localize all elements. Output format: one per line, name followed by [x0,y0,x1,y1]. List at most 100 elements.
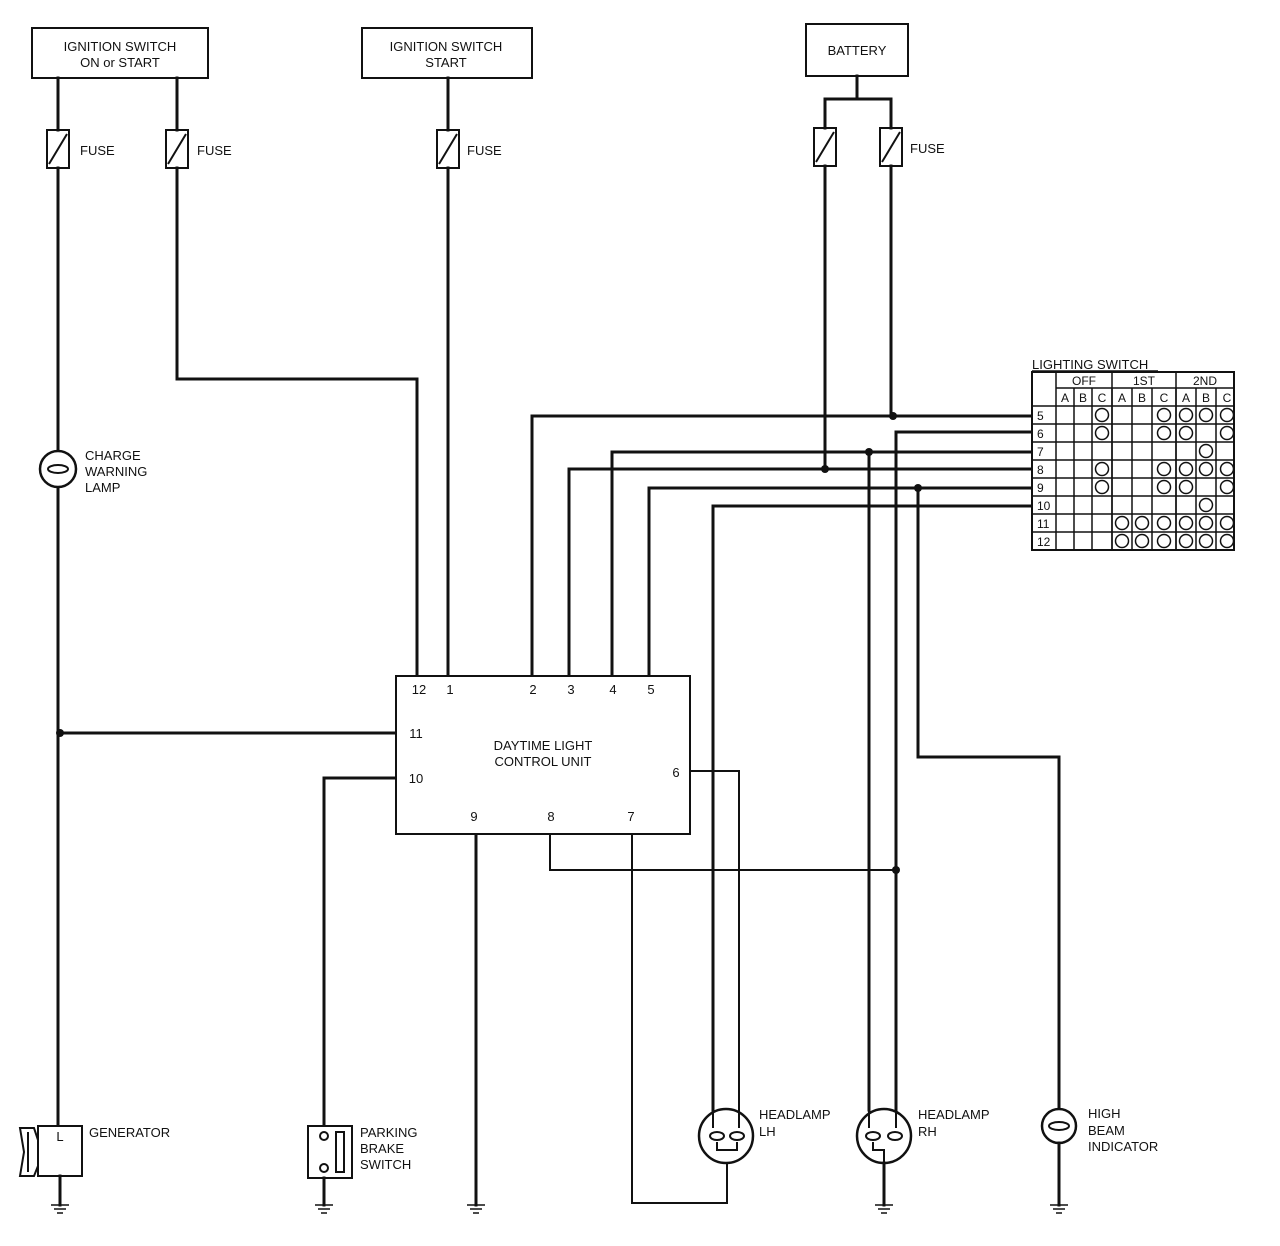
switch-subheader-1: B [1079,391,1087,405]
unit-pin-3: 3 [567,682,574,697]
unit-pin-8: 8 [547,809,554,824]
generator-label: GENERATOR [89,1125,170,1140]
switch-contact-10-7 [1198,497,1214,513]
switch-contact-8-8 [1219,461,1235,477]
switch-contact-8-6 [1178,461,1194,477]
ignition-switch-start-block: IGNITION SWITCH START [361,27,533,79]
fuse-4 [813,127,837,167]
switch-subheader-2: C [1098,391,1107,405]
ignition-switch-on-start-block: IGNITION SWITCH ON or START [31,27,209,79]
high-beam-label-2: BEAM [1088,1123,1125,1138]
switch-contact-8-2 [1094,461,1110,477]
switch-contact-12-4 [1134,533,1150,549]
switch-contact-9-5 [1156,479,1172,495]
ignition-on-start-label-2: ON or START [80,55,160,70]
parking-brake-label-1: PARKING [360,1125,418,1140]
switch-contact-6-2 [1094,425,1110,441]
switch-contact-12-7 [1198,533,1214,549]
switch-subheader-4: B [1138,391,1146,405]
fuse-1-label: FUSE [80,143,115,158]
switch-contact-12-6 [1178,533,1194,549]
fuse-1: FUSE [46,129,115,169]
unit-pin-12: 12 [412,682,426,697]
switch-contact-5-6 [1178,407,1194,423]
switch-subheader-6: A [1182,391,1190,405]
switch-contact-11-7 [1198,515,1214,531]
headlamp-rh: HEADLAMP RH [855,1107,990,1214]
unit-pin-10: 10 [409,771,423,786]
switch-terminal-8: 8 [1037,463,1044,477]
switch-terminal-12: 12 [1037,535,1051,549]
unit-pin-11: 11 [409,726,423,741]
generator-terminal-label: L [56,1129,63,1144]
switch-contact-12-8 [1219,533,1235,549]
ignition-start-label-2: START [425,55,466,70]
headlamp-rh-label-1: HEADLAMP [918,1107,990,1122]
lighting-switch-title: LIGHTING SWITCH [1032,357,1148,372]
high-beam-label-3: INDICATOR [1088,1139,1158,1154]
switch-contact-11-5 [1156,515,1172,531]
switch-contact-5-5 [1156,407,1172,423]
switch-terminal-9: 9 [1037,481,1044,495]
switch-contact-8-7 [1198,461,1214,477]
switch-terminal-7: 7 [1037,445,1044,459]
unit-label-1: DAYTIME LIGHT [494,738,593,753]
switch-contact-11-6 [1178,515,1194,531]
parking-brake-label-2: BRAKE [360,1141,404,1156]
charge-warning-lamp: CHARGE WARNING LAMP [38,448,147,495]
fuse-3: FUSE [436,129,502,169]
switch-subheader-0: A [1061,391,1069,405]
fuse-2-label: FUSE [197,143,232,158]
battery-label: BATTERY [828,43,887,58]
switch-contact-6-5 [1156,425,1172,441]
switch-contact-5-2 [1094,407,1110,423]
switch-terminal-6: 6 [1037,427,1044,441]
ignition-start-label-1: IGNITION SWITCH [390,39,503,54]
fuse-2: FUSE [165,129,232,169]
switch-contact-11-4 [1134,515,1150,531]
switch-contact-12-5 [1156,533,1172,549]
unit-pin-9: 9 [470,809,477,824]
switch-contact-8-5 [1156,461,1172,477]
switch-contact-6-6 [1178,425,1194,441]
switch-contact-11-3 [1114,515,1130,531]
battery-block: BATTERY [805,23,909,77]
switch-terminal-5: 5 [1037,409,1044,423]
switch-terminal-11: 11 [1037,517,1050,531]
switch-contact-6-8 [1219,425,1235,441]
unit-pin-2: 2 [529,682,536,697]
ignition-on-start-label-1: IGNITION SWITCH [64,39,177,54]
switch-contact-7-7 [1198,443,1214,459]
switch-subheader-8: C [1223,391,1232,405]
charge-lamp-label-1: CHARGE [85,448,141,463]
unit-label-2: CONTROL UNIT [494,754,591,769]
switch-contact-9-6 [1178,479,1194,495]
headlamp-lh-label-1: HEADLAMP [759,1107,831,1122]
switch-position-2nd: 2ND [1193,374,1217,388]
high-beam-ground-icon [1050,1204,1068,1214]
unit-pin-4: 4 [609,682,616,697]
switch-contact-9-8 [1219,479,1235,495]
switch-contact-9-2 [1094,479,1110,495]
generator: L GENERATOR [18,1125,170,1214]
generator-ground-icon [51,1204,69,1214]
unit-pin-1: 1 [446,682,453,697]
fuse-3-label: FUSE [467,143,502,158]
high-beam-indicator: HIGH BEAM INDICATOR [1040,1106,1158,1214]
switch-contact-5-7 [1198,407,1214,423]
unit-pin-6: 6 [672,765,679,780]
charge-lamp-label-2: WARNING [85,464,147,479]
headlamp-rh-label-2: RH [918,1124,937,1139]
headlamp-rh-ground-icon [875,1204,893,1214]
switch-subheader-5: C [1160,391,1169,405]
unit-pin-7: 7 [627,809,634,824]
charge-lamp-label-3: LAMP [85,480,120,495]
parking-brake-switch: PARKING BRAKE SWITCH [307,1125,418,1214]
parking-brake-ground-icon [315,1204,333,1214]
switch-contact-12-3 [1114,533,1130,549]
switch-position-1st: 1ST [1133,374,1156,388]
fuse-5: FUSE [879,127,945,167]
parking-brake-label-3: SWITCH [360,1157,411,1172]
